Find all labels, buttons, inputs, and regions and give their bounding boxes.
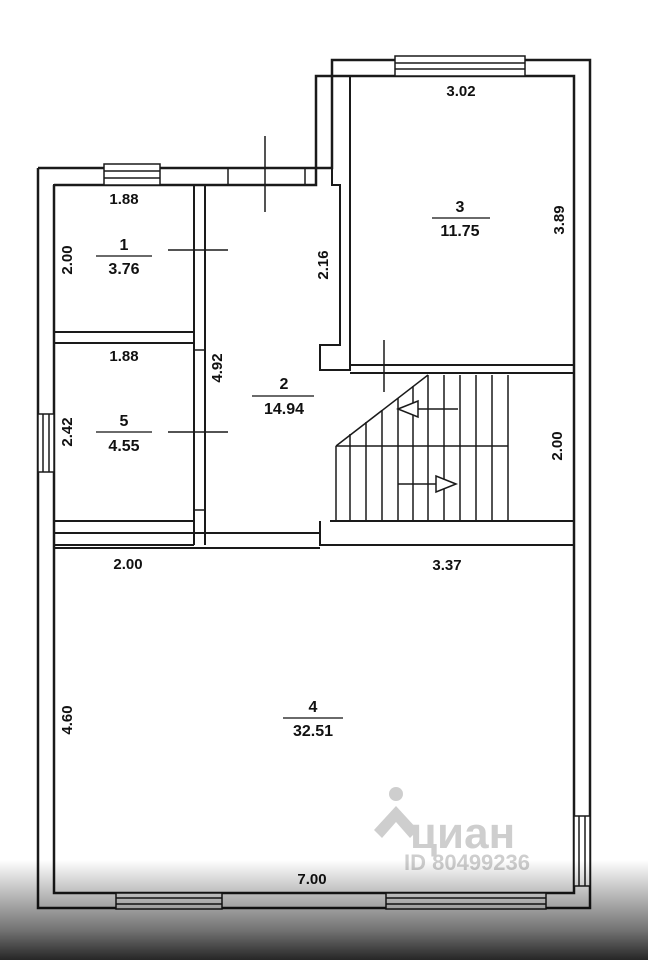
room-number: 3: [456, 199, 465, 216]
dim-room5-width: 1.88: [109, 348, 138, 365]
outer-walls: [36, 58, 592, 910]
watermark: циан ID 80499236: [374, 787, 530, 875]
room-area: 11.75: [440, 223, 479, 240]
room-area: 14.94: [264, 401, 304, 418]
staircase: [335, 374, 509, 521]
dim-room3-width: 3.02: [446, 83, 475, 100]
dim-room4-width: 7.00: [297, 871, 326, 888]
dim-room2-right-height: 2.16: [315, 250, 332, 279]
room-area: 4.55: [108, 438, 139, 455]
watermark-brand: циан: [410, 809, 515, 858]
room-number: 2: [280, 376, 289, 393]
dim-room4-height: 4.60: [59, 705, 76, 734]
stair-arrows: [395, 399, 459, 494]
room-number: 1: [120, 237, 129, 254]
interior-walls: [53, 76, 575, 549]
room-label-2: 2 14.94: [252, 376, 314, 418]
dim-room5-height: 2.42: [59, 417, 76, 446]
watermark-listing-id: ID 80499236: [404, 850, 530, 875]
dim-room2-left-height: 4.92: [209, 353, 226, 382]
room-label-4: 4 32.51: [283, 699, 343, 740]
room-label-1: 1 3.76: [96, 237, 152, 278]
room-label-3: 3 11.75: [432, 199, 490, 240]
dim-room1-width: 1.88: [109, 191, 138, 208]
room-label-5: 5 4.55: [96, 413, 152, 455]
door-marks: [168, 136, 385, 511]
cian-logo-icon: [374, 787, 418, 838]
dim-room4-top-left: 2.00: [113, 556, 142, 573]
room-area: 32.51: [293, 723, 333, 740]
dim-room4-top-right: 3.37: [432, 557, 461, 574]
room-number: 4: [309, 699, 318, 716]
room-area: 3.76: [108, 261, 139, 278]
room-number: 5: [120, 413, 129, 430]
dim-room3-height: 3.89: [551, 205, 568, 234]
dim-stair-height: 2.00: [549, 431, 566, 460]
dim-room1-height: 2.00: [59, 245, 76, 274]
